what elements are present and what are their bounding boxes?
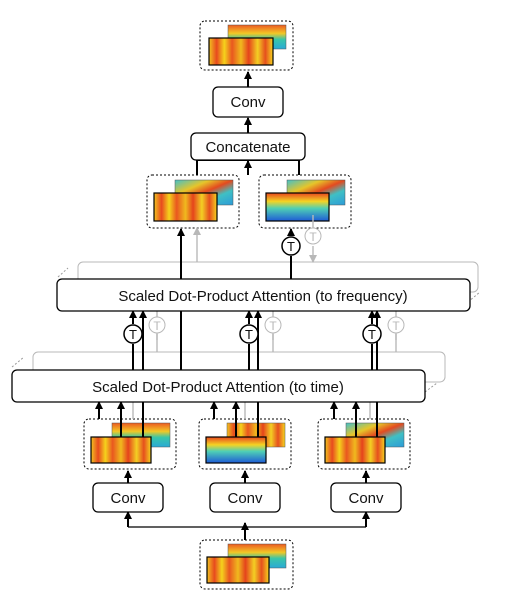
concatenate-block: Concatenate xyxy=(190,132,306,161)
svg-text:T: T xyxy=(129,327,137,342)
input-spectrogram-stack-right xyxy=(317,418,411,470)
ghost-transpose-icons: T T T T xyxy=(148,227,405,334)
transpose-icon-right xyxy=(362,324,382,344)
conv-right-label: Conv xyxy=(348,490,384,507)
input-spectrogram-stack-center xyxy=(198,418,292,470)
input-spectrogram-stack-left xyxy=(83,418,177,470)
transpose-icons: T T T T xyxy=(123,236,382,344)
svg-text:T: T xyxy=(309,230,317,244)
transpose-icon-center xyxy=(239,324,259,344)
attention-time-label: Scaled Dot-Product Attention (to time) xyxy=(92,379,344,396)
conv-center-label: Conv xyxy=(227,490,263,507)
svg-text:T: T xyxy=(368,327,376,342)
conv-block-left: Conv xyxy=(92,482,164,513)
output-spectrogram-stack xyxy=(199,20,294,71)
svg-text:T: T xyxy=(245,327,253,342)
attention-frequency-label: Scaled Dot-Product Attention (to frequen… xyxy=(118,288,407,305)
concat-spectrogram-stack-left xyxy=(146,174,240,229)
conv-block-center: Conv xyxy=(209,482,281,513)
transpose-icon-output xyxy=(281,236,301,256)
conv-block-right: Conv xyxy=(330,482,402,513)
top-conv-label: Conv xyxy=(230,94,266,111)
svg-text:T: T xyxy=(153,319,161,333)
attention-time-block: Scaled Dot-Product Attention (to time) xyxy=(11,369,426,403)
concatenate-label: Concatenate xyxy=(205,139,290,156)
perspective-edges xyxy=(11,267,481,393)
svg-text:T: T xyxy=(392,319,400,333)
attention-frequency-block: Scaled Dot-Product Attention (to frequen… xyxy=(56,278,471,312)
transpose-icon-left xyxy=(123,324,143,344)
concat-spectrogram-stack-right xyxy=(258,174,352,229)
conv-left-label: Conv xyxy=(110,490,146,507)
svg-text:T: T xyxy=(287,239,295,254)
source-spectrogram-stack xyxy=(199,539,294,590)
top-conv-block: Conv xyxy=(212,86,284,118)
svg-text:T: T xyxy=(269,319,277,333)
